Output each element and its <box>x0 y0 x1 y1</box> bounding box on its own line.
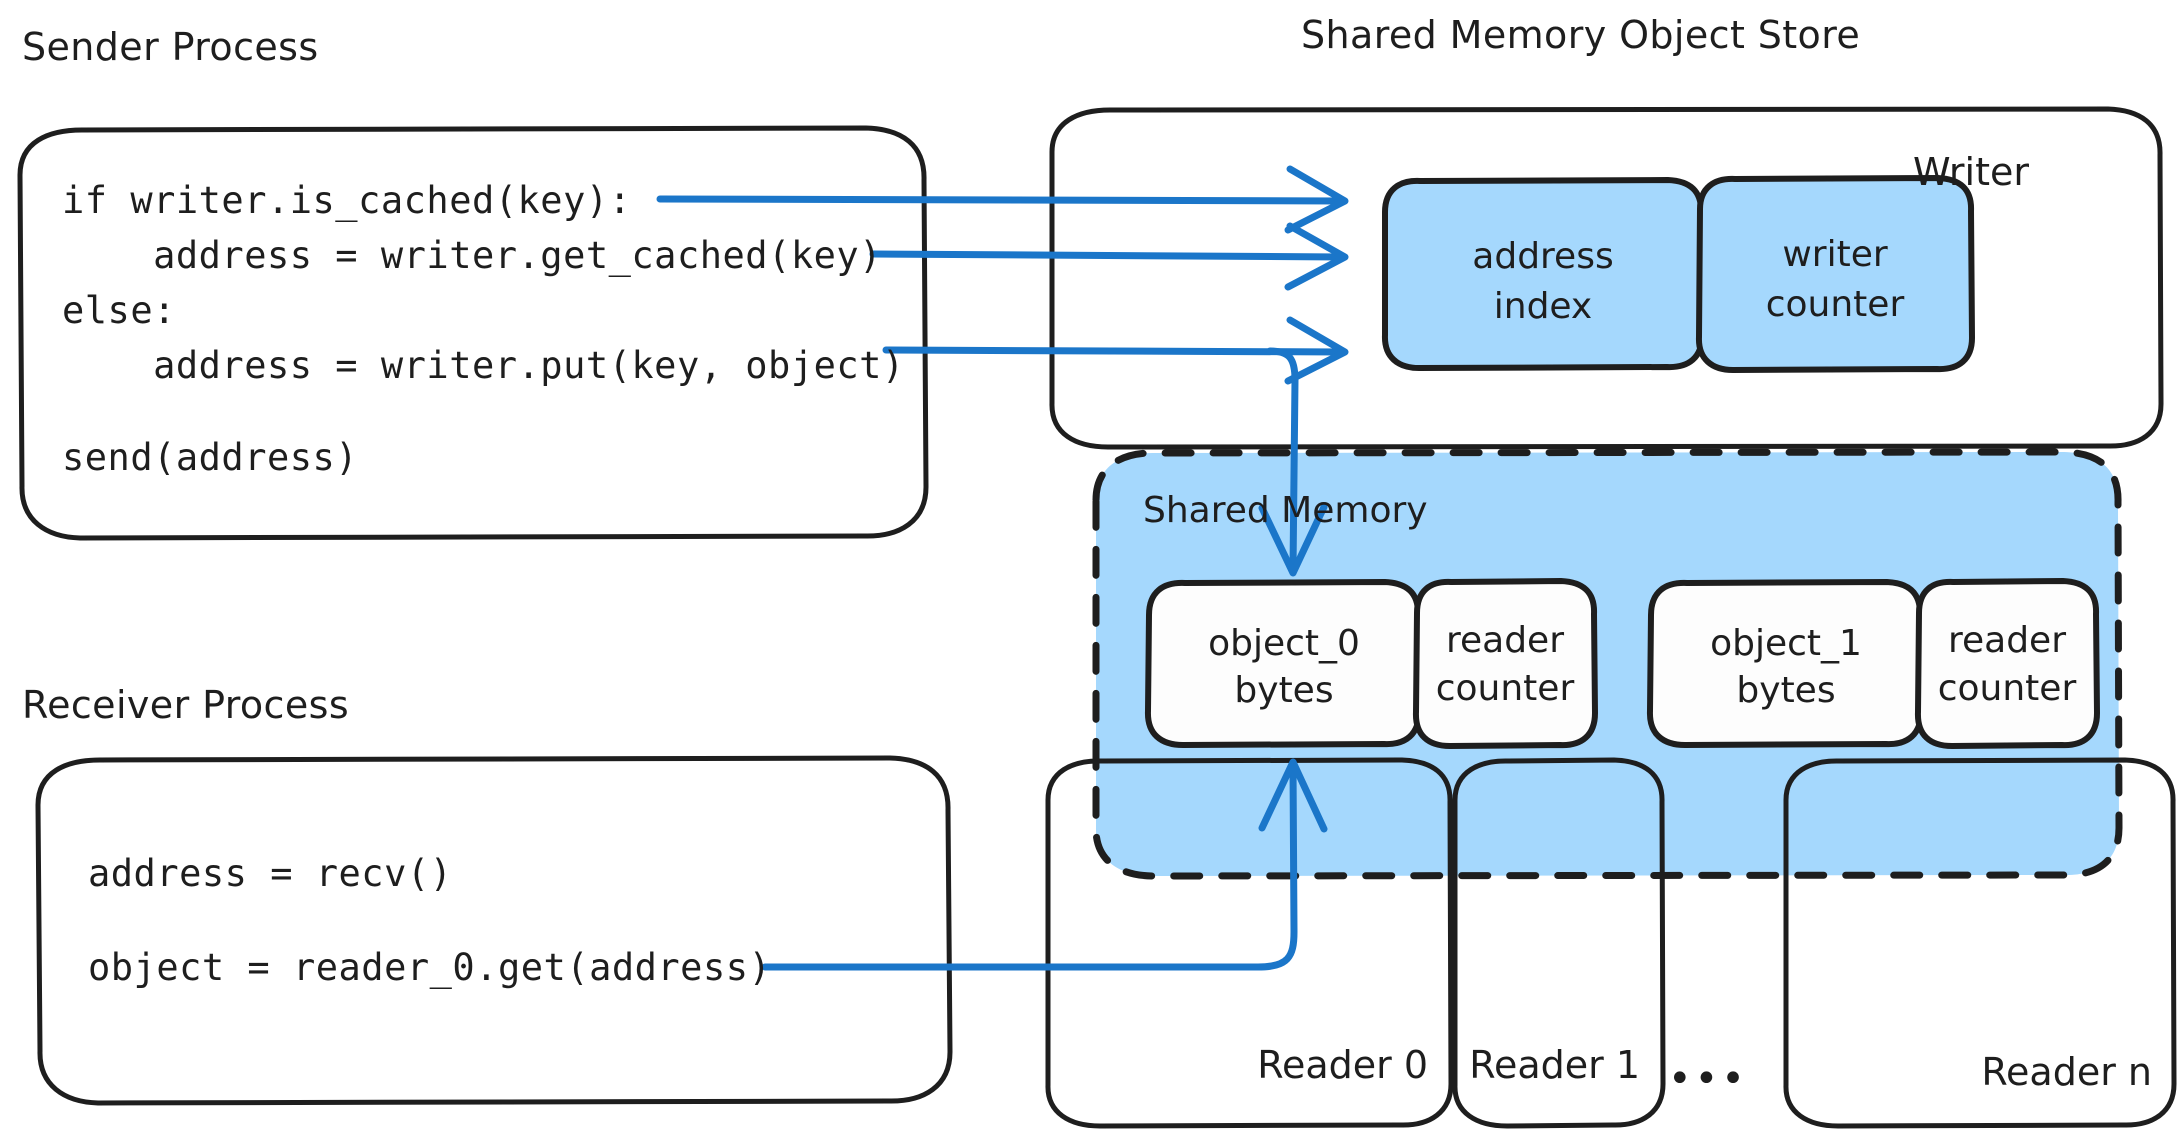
sender-process-group <box>17 125 929 541</box>
arrow-put-to-address-index <box>882 346 1346 356</box>
shared-memory-region-group <box>1092 448 2123 880</box>
object-0-line-1: object_0 <box>1208 623 1360 664</box>
object-1-line-1: object_1 <box>1710 623 1862 664</box>
receiver-code-block: address = recv() object = reader_0.get(a… <box>88 852 771 990</box>
writer-container-box <box>1049 106 2164 450</box>
arrow-reader-get-head <box>1258 758 1328 833</box>
address-index-line-2: index <box>1494 286 1593 327</box>
reader-counter-1-line-1: reader <box>1948 620 2066 661</box>
writer-cells-group <box>1381 175 1975 373</box>
shared-memory-dashed-region <box>1092 448 2123 880</box>
receiver-process-group <box>35 755 953 1106</box>
reader-counter-0-line-2: counter <box>1436 668 1575 709</box>
arrow-is-cached-head <box>1284 165 1349 234</box>
sender-code-line-0: if writer.is_cached(key): <box>62 179 631 223</box>
object-1-bytes-text: object_1 bytes <box>1710 623 1862 711</box>
arrow-get-cached-head <box>1284 222 1349 291</box>
reader-0-label: Reader 0 <box>1257 1043 1428 1087</box>
object-0-bytes-text: object_0 bytes <box>1208 623 1360 711</box>
shared-memory-label: Shared Memory <box>1143 490 1428 531</box>
reader-n-container <box>1783 757 2177 1129</box>
writer-label: Writer <box>1913 150 2029 194</box>
shared-memory-slots-group <box>1144 578 2100 749</box>
sender-code-line-2: else: <box>62 289 176 332</box>
reader-counter-cell-1 <box>1914 578 2100 749</box>
sender-code-line-5: send(address) <box>62 436 358 479</box>
readers-ellipsis: ••• <box>1668 1056 1748 1102</box>
sender-process-heading: Sender Process <box>22 25 319 69</box>
reader-counter-0-text: reader counter <box>1436 620 1575 709</box>
writer-counter-cell <box>1695 175 1975 373</box>
reader-counter-1-text: reader counter <box>1938 620 2077 709</box>
receiver-process-heading: Receiver Process <box>22 683 349 727</box>
sender-code-line-3: address = writer.put(key, object) <box>62 344 905 387</box>
address-index-line-1: address <box>1472 236 1613 277</box>
shared-memory-object-store-heading: Shared Memory Object Store <box>1301 13 1860 57</box>
reader-1-container <box>1452 757 1666 1129</box>
reader-1-label: Reader 1 <box>1469 1043 1640 1087</box>
reader-counter-1-line-2: counter <box>1938 668 2077 709</box>
reader-0-container <box>1045 757 1454 1129</box>
reader-counter-0-line-1: reader <box>1446 620 1564 661</box>
object-0-line-2: bytes <box>1234 670 1333 711</box>
sender-code-line-1: address = writer.get_cached(key) <box>62 234 882 278</box>
arrow-get-cached-to-address-index <box>869 250 1346 261</box>
arrow-put-to-object-0 <box>1266 347 1299 574</box>
reader-counter-cell-0 <box>1412 578 1598 749</box>
writer-counter-line-2: counter <box>1766 284 1905 325</box>
reader-n-label: Reader n <box>1981 1050 2152 1094</box>
object-1-line-2: bytes <box>1736 670 1835 711</box>
address-index-cell-text: address index <box>1472 236 1613 327</box>
receiver-code-line-0: address = recv() <box>88 852 452 895</box>
arrow-is-cached-to-address-index <box>656 195 1346 205</box>
arrow-reader-get-to-object-0 <box>761 761 1298 971</box>
arrows-group <box>656 165 1349 971</box>
writer-counter-cell-text: writer counter <box>1766 234 1905 325</box>
writer-container-group <box>1049 106 2164 450</box>
writer-counter-line-1: writer <box>1782 234 1888 275</box>
sender-process-box <box>17 125 929 541</box>
receiver-process-box <box>35 755 953 1106</box>
receiver-code-line-2: object = reader_0.get(address) <box>88 946 771 990</box>
arrow-put-to-object-0-head <box>1258 503 1328 577</box>
reader-containers-group <box>1045 757 2177 1129</box>
arrow-put-head <box>1284 316 1349 385</box>
sender-code-block: if writer.is_cached(key): address = writ… <box>62 179 905 479</box>
